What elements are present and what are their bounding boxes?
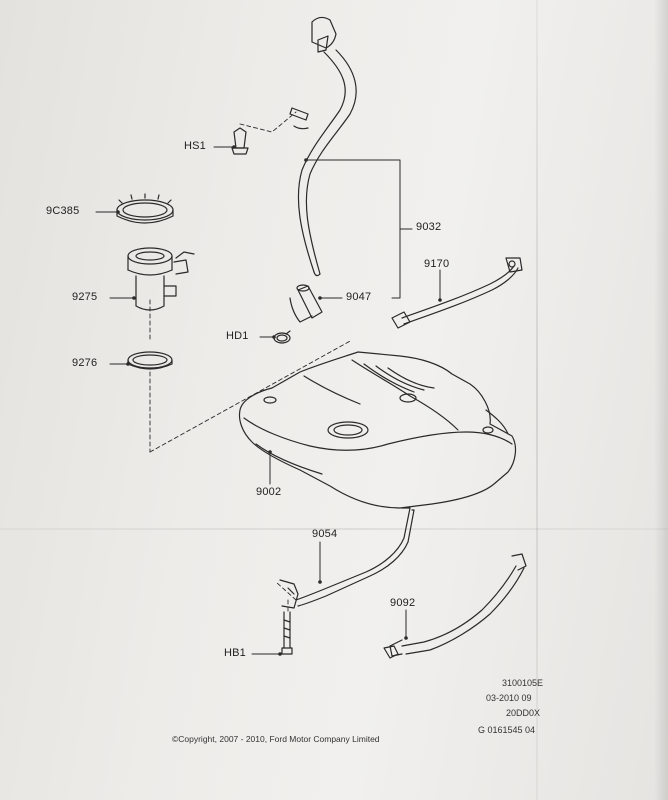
label-9054: 9054: [312, 528, 338, 540]
seal-9276: [127, 351, 173, 370]
strap-9054: [279, 507, 415, 609]
bolt-hs1: [231, 127, 249, 155]
reference-line-3: 20DD0X: [506, 708, 541, 718]
reference-line-4: G 0161545 04: [478, 725, 536, 735]
strap-9092: [383, 553, 527, 659]
leader-arrows: [116, 145, 442, 656]
paper-edge-shadow: [654, 0, 668, 800]
fuel-tank-9002: [238, 351, 517, 509]
fold-crease-vertical: [536, 0, 538, 800]
label-9092: 9092: [390, 597, 416, 609]
label-9275: 9275: [72, 291, 98, 303]
label-9002: 9002: [256, 486, 282, 498]
bolt-hb1: [281, 611, 293, 655]
reference-line-2: 03-2010 09: [486, 693, 532, 703]
reference-line-1: 3100105E: [502, 678, 544, 688]
clamp-hd1: [273, 330, 291, 344]
copyright-notice: ©Copyright, 2007 - 2010, Ford Motor Comp…: [172, 734, 380, 744]
label-9276: 9276: [72, 357, 98, 369]
filler-pipe-9032: [289, 16, 357, 277]
label-hs1: HS1: [184, 140, 206, 152]
label-9032: 9032: [416, 221, 442, 233]
fuel-line-9170: [391, 257, 523, 329]
lock-ring-9c385: [116, 193, 174, 224]
assembly-dash-lines: [149, 111, 353, 613]
label-hd1: HD1: [226, 330, 249, 342]
pump-module-9275: [127, 247, 195, 311]
label-9170: 9170: [424, 258, 450, 270]
label-hb1: HB1: [224, 647, 246, 659]
leader-lines: [95, 146, 441, 655]
tube-9047: [289, 284, 323, 323]
fold-crease-horizontal: [0, 528, 668, 530]
label-9047: 9047: [346, 291, 372, 303]
label-9c385: 9C385: [46, 205, 80, 217]
